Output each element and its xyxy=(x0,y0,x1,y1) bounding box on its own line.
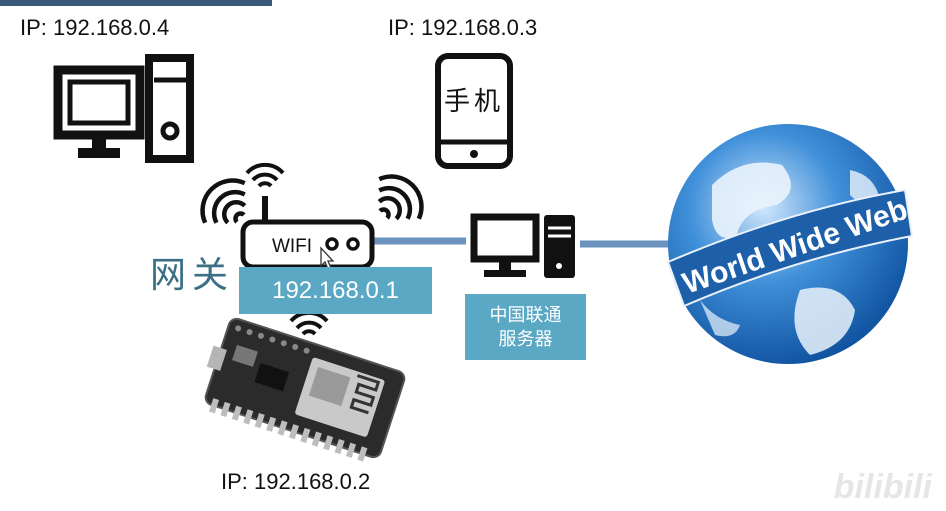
gateway-ip-box: 192.168.0.1 xyxy=(239,267,432,314)
wifi-signal-icon xyxy=(289,310,329,336)
smartphone-icon xyxy=(435,53,513,169)
wifi-signal-icon xyxy=(245,162,285,188)
globe-icon xyxy=(666,124,914,364)
gateway-label: 网关 xyxy=(150,255,235,296)
wifi-signal-icon xyxy=(377,174,424,221)
watermark: bilibili xyxy=(833,468,932,506)
wifi-router-icon xyxy=(240,196,375,270)
esp8266-board-icon xyxy=(204,317,406,462)
phone-label: 手机 xyxy=(444,87,504,117)
desktop-computer-icon xyxy=(53,54,194,163)
isp-line-1: 中国联通 xyxy=(489,305,562,325)
server-computer-icon xyxy=(470,213,575,278)
router-label: WIFI xyxy=(272,236,312,257)
isp-line-2: 服务器 xyxy=(498,329,553,349)
phone-ip-label: IP: 192.168.0.3 xyxy=(388,15,538,40)
board-ip-label: IP: 192.168.0.2 xyxy=(221,469,371,494)
isp-server-box: 中国联通 服务器 xyxy=(465,294,586,360)
top-accent-bar xyxy=(0,0,272,6)
wifi-signal-icon xyxy=(200,178,247,225)
pc-ip-label: IP: 192.168.0.4 xyxy=(20,15,170,40)
